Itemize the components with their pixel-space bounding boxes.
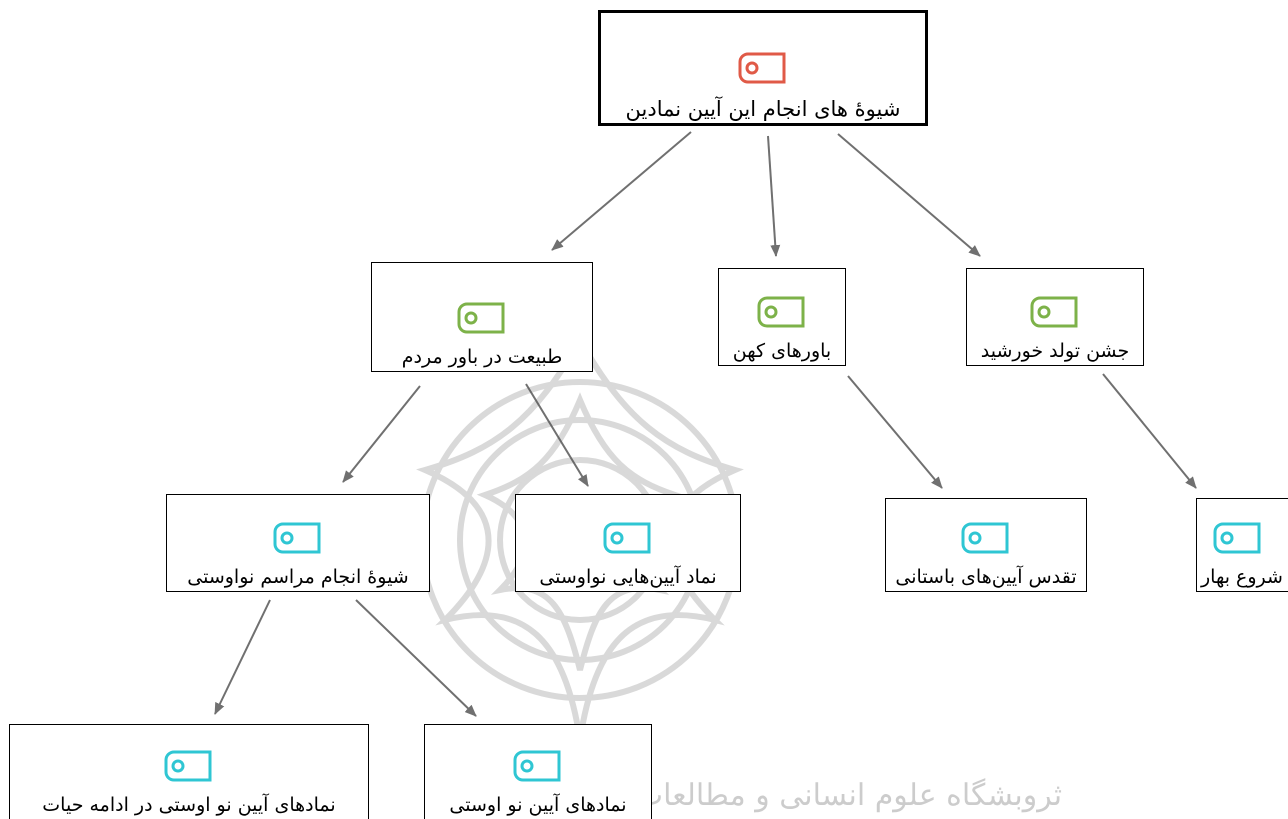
node-label: شروع بهار bbox=[1201, 566, 1283, 588]
tag-icon-outline bbox=[513, 750, 561, 782]
node-label: باورهای کهن bbox=[732, 340, 832, 362]
tag-icon-outline bbox=[1030, 296, 1078, 328]
tag-icon bbox=[961, 522, 1009, 554]
edge-arrow-n3-n7 bbox=[1102, 373, 1197, 489]
tag-icon bbox=[603, 522, 651, 554]
tag-icon-hole bbox=[171, 759, 185, 773]
node-root[interactable]: شیوۀ های انجام این آیین نمادین bbox=[598, 10, 928, 126]
node-symbols-life-continuation[interactable]: نمادهای آیین نو اوستی در ادامه حیات bbox=[9, 724, 369, 819]
node-new-avestan-symbols[interactable]: نمادهای آیین نو اوستی bbox=[424, 724, 652, 819]
tag-icon-hole bbox=[610, 531, 624, 545]
edge-arrow-root-n1 bbox=[551, 131, 692, 251]
tag-icon-hole bbox=[280, 531, 294, 545]
tag-icon-outline bbox=[273, 522, 321, 554]
node-ritual-symbol[interactable]: نماد آیین‌هایی نواوستی bbox=[515, 494, 741, 592]
node-label: نمادهای آیین نو اوستی bbox=[449, 794, 627, 816]
tag-icon-outline bbox=[757, 296, 805, 328]
tag-icon bbox=[273, 522, 321, 554]
tag-icon-outline bbox=[603, 522, 651, 554]
edge-arrow-root-n3 bbox=[837, 133, 981, 257]
tag-icon bbox=[757, 296, 805, 328]
node-label: شیوۀ های انجام این آیین نمادین bbox=[625, 97, 901, 121]
tag-icon bbox=[1213, 522, 1261, 554]
node-label: جشن تولد خورشید bbox=[980, 340, 1130, 362]
tag-icon bbox=[513, 750, 561, 782]
tag-icon-hole bbox=[464, 311, 478, 325]
tag-icon-hole bbox=[1220, 531, 1234, 545]
edge-arrow-n4-n9 bbox=[355, 599, 477, 717]
tag-icon-outline bbox=[457, 302, 505, 334]
node-label: نماد آیین‌هایی نواوستی bbox=[539, 566, 717, 588]
tag-icon bbox=[164, 750, 212, 782]
node-label: نمادهای آیین نو اوستی در ادامه حیات bbox=[42, 794, 336, 816]
tag-icon bbox=[1030, 296, 1078, 328]
edge-arrow-n1-n5 bbox=[525, 383, 589, 487]
node-label: طبیعت در باور مردم bbox=[401, 346, 563, 368]
tag-icon-outline bbox=[738, 52, 786, 84]
edge-arrow-n4-n8 bbox=[214, 599, 271, 715]
tag-icon-hole bbox=[764, 305, 778, 319]
tag-icon-outline bbox=[1213, 522, 1261, 554]
tag-icon-hole bbox=[968, 531, 982, 545]
node-label: شیوۀ انجام مراسم نواوستی bbox=[187, 566, 409, 588]
tag-icon-outline bbox=[961, 522, 1009, 554]
tag-icon-hole bbox=[520, 759, 534, 773]
node-nature-belief[interactable]: طبیعت در باور مردم bbox=[371, 262, 593, 372]
tag-icon bbox=[738, 52, 786, 84]
node-spring-start[interactable]: شروع بهار bbox=[1196, 498, 1288, 592]
edge-arrow-n1-n4 bbox=[342, 385, 421, 483]
tag-icon-outline bbox=[164, 750, 212, 782]
node-ancient-rituals-sanctity[interactable]: تقدس آیین‌های باستانی bbox=[885, 498, 1087, 592]
node-sun-birth-celebration[interactable]: جشن تولد خورشید bbox=[966, 268, 1144, 366]
node-label: تقدس آیین‌های باستانی bbox=[895, 566, 1077, 588]
edge-arrow-root-n2 bbox=[767, 135, 781, 257]
tag-icon bbox=[457, 302, 505, 334]
tag-icon-hole bbox=[745, 61, 759, 75]
tag-icon-hole bbox=[1037, 305, 1051, 319]
edge-arrow-n2-n6 bbox=[847, 375, 943, 489]
node-ceremony-method[interactable]: شیوۀ انجام مراسم نواوستی bbox=[166, 494, 430, 592]
node-ancient-beliefs[interactable]: باورهای کهن bbox=[718, 268, 846, 366]
